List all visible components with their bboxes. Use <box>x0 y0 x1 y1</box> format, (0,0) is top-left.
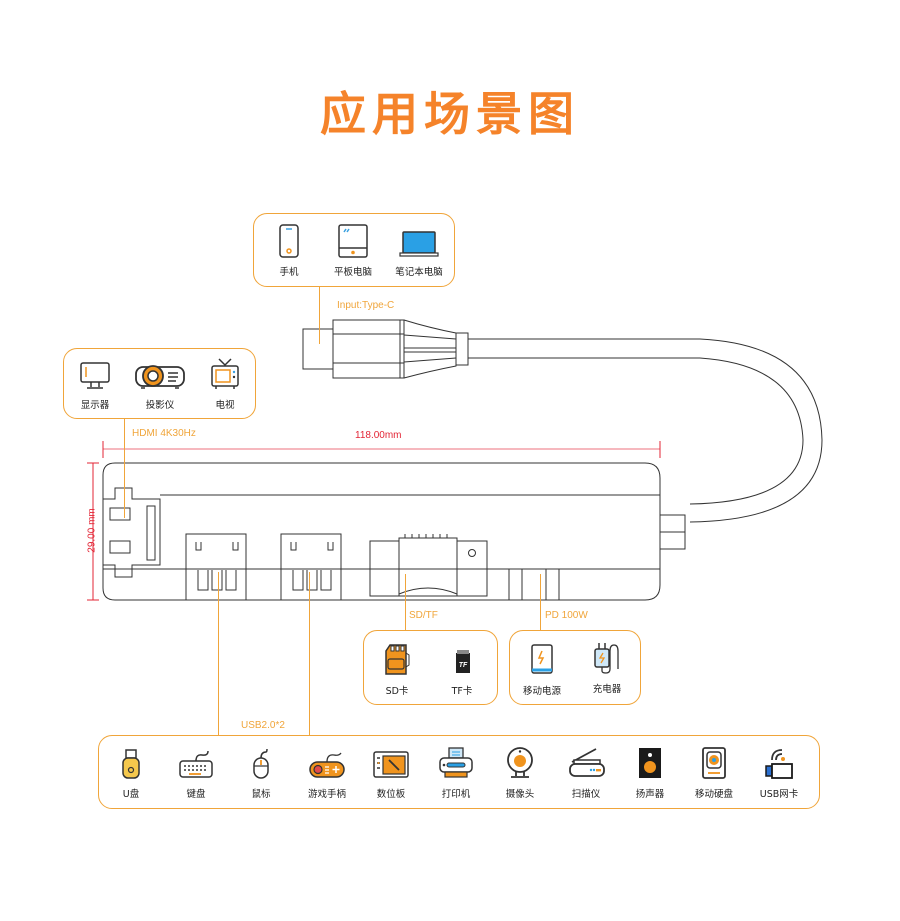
laptop-icon <box>399 231 439 257</box>
device-label: 数位板 <box>376 789 406 800</box>
tf-card-icon: TF <box>456 650 470 673</box>
printer-icon <box>439 747 473 778</box>
usb2-connector-line <box>309 572 311 736</box>
device-drawing-tablet: 数位板 <box>356 748 426 800</box>
device-label: 投影仪 <box>145 400 175 411</box>
device-tablet: 平板电脑 <box>318 224 388 278</box>
device-label: 移动硬盘 <box>694 789 733 800</box>
device-keyboard: 键盘 <box>161 748 231 800</box>
power-bank-icon <box>531 644 553 674</box>
hard-drive-icon <box>702 747 726 779</box>
device-label: 平板电脑 <box>333 267 372 278</box>
sd-connector-line <box>405 574 407 632</box>
hub-body <box>102 462 686 601</box>
device-label: 游戏手柄 <box>307 789 346 800</box>
device-printer: 打印机 <box>421 746 491 800</box>
speaker-icon <box>639 748 661 778</box>
device-phone: 手机 <box>254 224 324 278</box>
device-tv: 电视 <box>190 357 260 411</box>
sd-device-group: SD卡 TF TF卡 <box>363 630 498 705</box>
device-label: 打印机 <box>441 789 471 800</box>
tv-icon <box>211 358 239 389</box>
device-tf-card: TF TF卡 <box>427 645 497 697</box>
usb-drive-icon <box>122 749 140 779</box>
device-label: 键盘 <box>186 789 206 800</box>
mouse-icon <box>253 748 269 779</box>
input-connector-line <box>319 286 321 344</box>
svg-text:TF: TF <box>459 662 468 669</box>
usb1-connector-line <box>218 572 220 736</box>
device-usb-wifi: USB网卡 <box>744 746 814 800</box>
device-monitor: 显示器 <box>60 361 130 411</box>
input-device-group: 手机 平板电脑 笔记本电脑 <box>253 213 455 287</box>
sd-card-icon <box>385 644 410 675</box>
webcam-icon <box>507 747 533 778</box>
pd-connector-line <box>540 574 542 632</box>
usb-wifi-icon <box>765 749 793 779</box>
device-hard-drive: 移动硬盘 <box>679 746 749 800</box>
hdmi-device-group: 显示器 投影仪 电视 <box>63 348 256 419</box>
device-label: 移动电源 <box>522 686 561 697</box>
hdmi-connector-line <box>124 418 126 518</box>
device-label: 鼠标 <box>251 789 271 800</box>
device-label: U盘 <box>122 789 140 800</box>
device-label: 手机 <box>279 267 299 278</box>
device-gamepad: 游戏手柄 <box>292 748 362 800</box>
device-usb-drive: U盘 <box>96 748 166 800</box>
keyboard-icon <box>179 750 213 778</box>
device-mouse: 鼠标 <box>226 748 296 800</box>
pd-label: PD 100W <box>545 610 588 621</box>
pd-device-group: 移动电源 充电器 <box>509 630 641 705</box>
input-label: Input:Type-C <box>337 300 395 311</box>
device-label: 摄像头 <box>505 789 535 800</box>
device-label: TF卡 <box>451 686 473 697</box>
device-label: 显示器 <box>80 400 110 411</box>
type-c-plug <box>302 319 469 379</box>
hdmi-label: HDMI 4K30Hz <box>132 428 196 439</box>
device-webcam: 摄像头 <box>485 746 555 800</box>
usb-label: USB2.0*2 <box>241 720 285 731</box>
device-label: 扬声器 <box>635 789 665 800</box>
scanner-icon <box>569 748 605 777</box>
device-label: 充电器 <box>592 684 622 695</box>
device-projector: 投影仪 <box>125 361 195 411</box>
device-laptop: 笔记本电脑 <box>384 224 454 278</box>
device-sd-card: SD卡 <box>362 643 432 697</box>
device-charger: 充电器 <box>572 641 642 695</box>
cable <box>468 338 823 523</box>
drawing-tablet-icon <box>373 751 409 778</box>
device-scanner: 扫描仪 <box>551 746 621 800</box>
device-label: SD卡 <box>385 686 409 697</box>
tablet-icon <box>338 224 368 258</box>
sd-label: SD/TF <box>409 610 438 621</box>
phone-icon <box>279 224 299 258</box>
device-label: 电视 <box>215 400 235 411</box>
dimension-lines <box>87 441 661 601</box>
device-speaker: 扬声器 <box>615 746 685 800</box>
device-label: 笔记本电脑 <box>395 267 443 278</box>
device-power-bank: 移动电源 <box>507 643 577 697</box>
gamepad-icon <box>309 752 345 778</box>
page-title: 应用场景图 <box>320 87 580 141</box>
usb-device-group: U盘 键盘 鼠标 游戏手柄 数位板 打印机 摄像头 扫描仪 扬声器 移动硬盘 U… <box>98 735 820 809</box>
height-dimension: 29.00 mm <box>86 508 98 553</box>
charger-icon <box>594 643 619 674</box>
device-label: 扫描仪 <box>571 789 601 800</box>
width-dimension: 118.00mm <box>355 430 402 441</box>
monitor-icon <box>80 362 110 389</box>
projector-icon <box>135 365 185 389</box>
device-label: USB网卡 <box>759 789 799 800</box>
